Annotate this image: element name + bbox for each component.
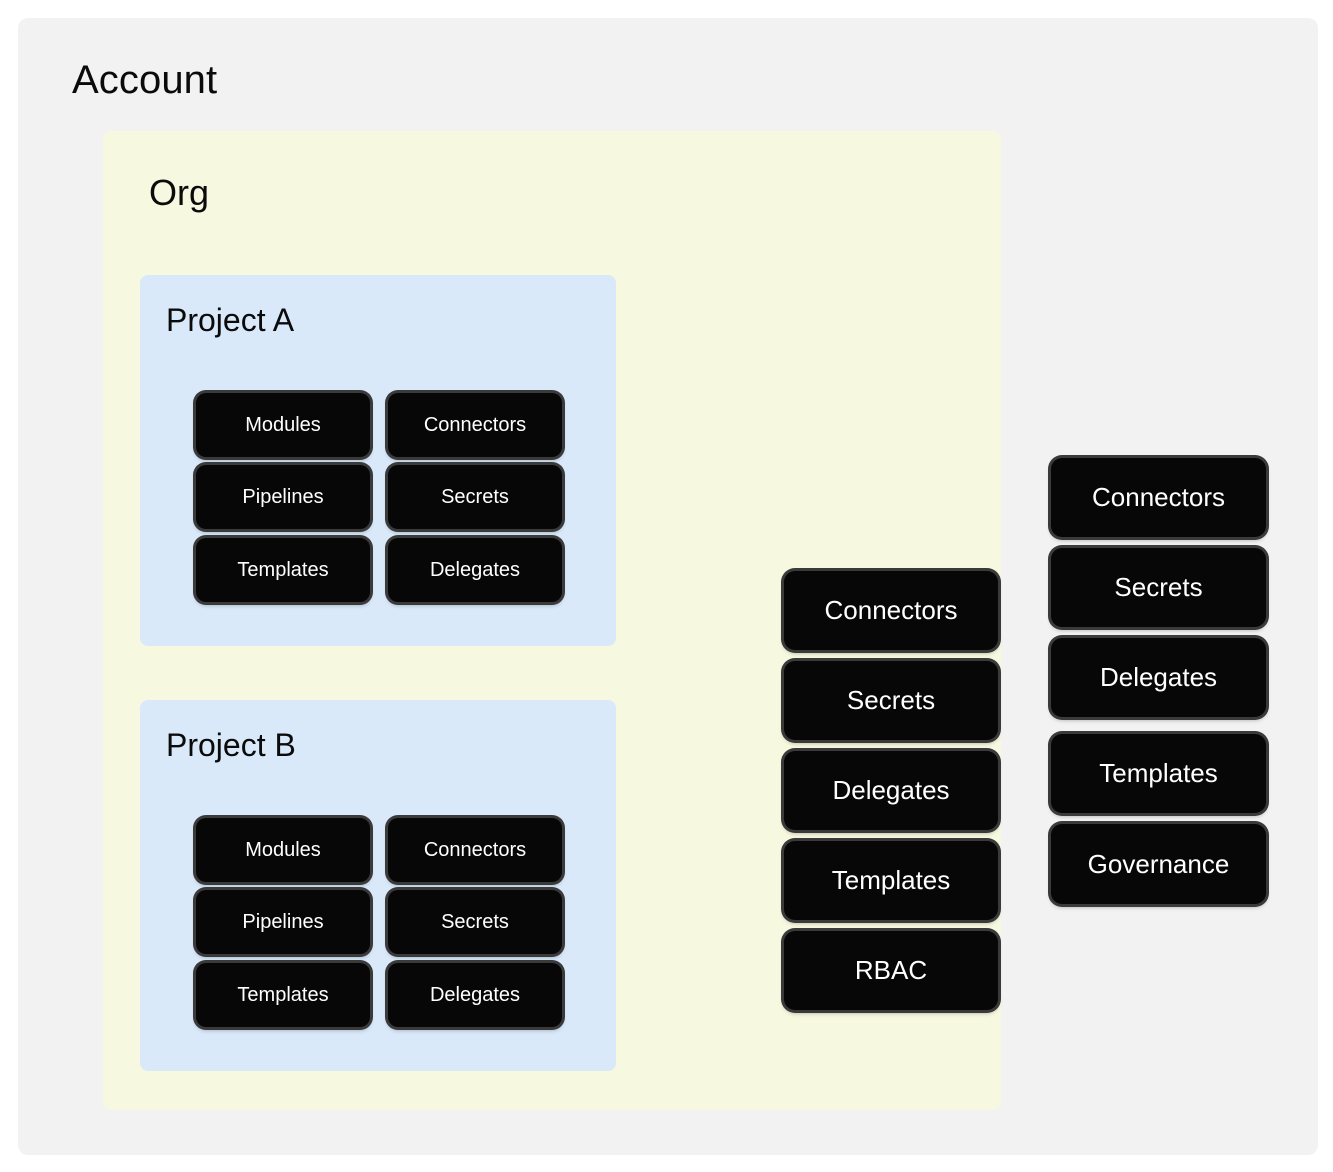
project-b-resource-delegates[interactable]: Delegates: [388, 963, 562, 1027]
project-a-resource-pipelines[interactable]: Pipelines: [196, 465, 370, 529]
project-a-resource-templates[interactable]: Templates: [196, 538, 370, 602]
diagram-canvas: Account Org Project A Modules Pipelines …: [18, 18, 1318, 1155]
org-scope-container: Org Project A Modules Pipelines Template…: [103, 131, 1001, 1110]
project-a-resource-modules[interactable]: Modules: [196, 393, 370, 457]
project-b-resource-grid: Modules Pipelines Templates Connectors S…: [196, 818, 562, 1031]
project-a-title: Project A: [166, 302, 295, 338]
project-a-resource-delegates[interactable]: Delegates: [388, 538, 562, 602]
project-a-resource-grid: Modules Pipelines Templates Connectors S…: [196, 393, 562, 606]
account-resource-column: Connectors Secrets Delegates Templates G…: [1051, 458, 1266, 904]
account-scope-title: Account: [72, 58, 218, 102]
org-resource-templates[interactable]: Templates: [784, 841, 998, 920]
project-b-resource-secrets[interactable]: Secrets: [388, 890, 562, 954]
project-b-resource-templates[interactable]: Templates: [196, 963, 370, 1027]
account-resource-delegates[interactable]: Delegates: [1051, 638, 1266, 717]
account-resource-governance[interactable]: Governance: [1051, 824, 1266, 904]
account-resource-templates[interactable]: Templates: [1051, 734, 1266, 813]
org-scope-title: Org: [149, 172, 210, 213]
account-resource-secrets[interactable]: Secrets: [1051, 548, 1266, 627]
project-a-container: Project A Modules Pipelines Templates Co…: [140, 275, 616, 646]
account-resource-connectors[interactable]: Connectors: [1051, 458, 1266, 537]
org-resource-delegates[interactable]: Delegates: [784, 751, 998, 830]
project-b-resource-modules[interactable]: Modules: [196, 818, 370, 882]
project-b-resource-pipelines[interactable]: Pipelines: [196, 890, 370, 954]
project-b-title: Project B: [166, 727, 296, 763]
project-b-container: Project B Modules Pipelines Templates Co…: [140, 700, 616, 1071]
org-resource-secrets[interactable]: Secrets: [784, 661, 998, 740]
org-resource-rbac[interactable]: RBAC: [784, 931, 998, 1010]
org-resource-connectors[interactable]: Connectors: [784, 571, 998, 650]
project-b-resource-connectors[interactable]: Connectors: [388, 818, 562, 882]
project-a-resource-connectors[interactable]: Connectors: [388, 393, 562, 457]
project-a-resource-secrets[interactable]: Secrets: [388, 465, 562, 529]
org-resource-column: Connectors Secrets Delegates Templates R…: [784, 571, 998, 1011]
